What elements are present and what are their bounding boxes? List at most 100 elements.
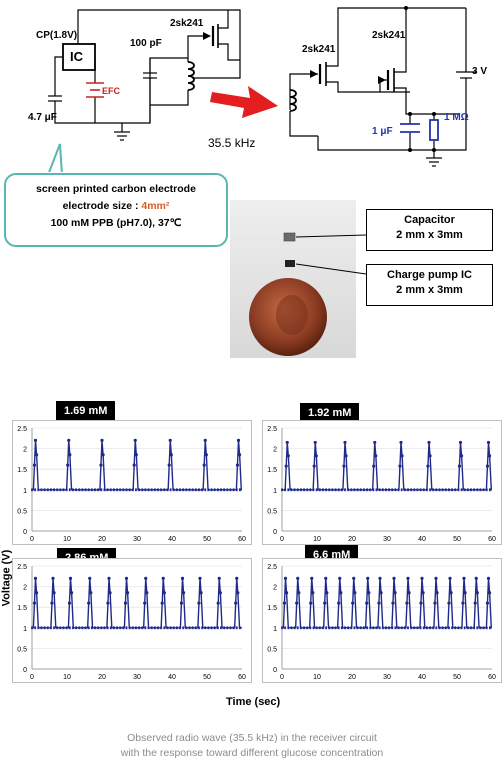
chart-1-baseline-point <box>147 488 150 492</box>
chart-3-baseline-point <box>106 626 109 630</box>
chart-4-data-point <box>407 591 411 595</box>
chart-2-baseline-point <box>318 488 321 492</box>
chart-4-baseline-point <box>422 626 425 630</box>
chart-3-baseline-point <box>135 626 137 630</box>
chart-3-baseline-point <box>141 626 144 630</box>
chart-2-baseline-point <box>482 488 485 492</box>
chart-2-baseline-point <box>281 488 283 492</box>
chart-2-data-point <box>428 454 432 458</box>
chart-3-baseline-point <box>216 626 219 630</box>
chart-2-baseline-point <box>359 488 362 492</box>
chart-1-baseline-point <box>144 488 147 492</box>
chart-2-baseline-point <box>448 488 450 492</box>
chart-2-data-point <box>485 464 490 468</box>
chart-4-baseline-point <box>385 626 387 630</box>
chart-4-data-point <box>283 576 288 580</box>
chart-3-data-point <box>236 591 240 595</box>
chart-1-baseline-point <box>223 488 226 492</box>
chart-4-data-point <box>473 601 477 605</box>
chart-1-baseline-point <box>185 488 188 492</box>
chart-4-data-point <box>447 601 451 605</box>
chart-3-data-point <box>160 601 164 605</box>
chart-3-baseline-point <box>220 626 222 630</box>
chart-3-xtick-label: 30 <box>133 674 141 681</box>
chart-2-xtick-label: 40 <box>418 536 426 543</box>
chart-4-baseline-point <box>489 626 491 630</box>
chart-2-data-point <box>342 464 346 468</box>
chart-3-baseline-point <box>103 626 106 630</box>
chart-1-data-point <box>169 453 173 457</box>
receiver-circuit-diagram <box>289 6 476 167</box>
chart-1-baseline-point <box>68 488 71 492</box>
chart-2-baseline-point <box>460 488 463 492</box>
chart-1-baseline-point <box>72 488 74 492</box>
chart-4-baseline-point <box>322 626 324 630</box>
chart-1-baseline-point <box>150 488 153 492</box>
chart-4-data-point <box>284 591 289 595</box>
chart-2-baseline-point <box>391 488 394 492</box>
chart-1-baseline-point <box>235 488 238 492</box>
chart-1-data-point <box>132 463 136 467</box>
chart-2-baseline-point <box>331 488 334 492</box>
chart-4-baseline-point <box>366 626 368 630</box>
chart-4-xtick-label: 60 <box>488 674 496 681</box>
chart-2-ytick-label: 0 <box>273 529 277 536</box>
chart-4-data-point <box>367 591 371 595</box>
x-axis-label: Time (sec) <box>226 696 281 708</box>
chart-2-baseline-point <box>372 488 375 492</box>
chart-1-baseline-point <box>87 488 90 492</box>
chart-1-data-point <box>67 438 71 442</box>
chart-2-baseline-point <box>385 488 387 492</box>
chart-4-data-point <box>485 601 490 605</box>
chart-2-data-point <box>314 454 318 458</box>
chart-4-baseline-point <box>312 626 315 630</box>
chart-3-data-point <box>179 601 184 605</box>
chart-3-baseline-point <box>201 626 203 630</box>
chart-2-baseline-point <box>429 488 431 492</box>
chart-4-data-point <box>406 576 410 580</box>
chart-4-baseline-point <box>410 626 413 630</box>
chart-1-baseline-point <box>37 488 40 492</box>
chart-3-data-point <box>124 576 129 580</box>
chart-1-data-point <box>133 438 137 442</box>
chart-4-data-point <box>310 576 314 580</box>
chart-2-baseline-point <box>337 488 340 492</box>
chart-4-ytick-label: 0 <box>273 667 277 674</box>
chart-3-baseline-point <box>163 626 166 630</box>
chart-1-data-point <box>202 463 206 467</box>
chart-1-baseline-point <box>53 488 55 492</box>
chart-1-baseline-point <box>191 488 194 492</box>
chart-2-data-point <box>313 440 317 445</box>
chart-3-data-point <box>67 601 72 605</box>
chart-3-data-point <box>218 591 222 595</box>
chart-3-ytick-label: 1 <box>23 626 27 633</box>
chart-3-baseline-point <box>53 626 55 630</box>
chart-1-baseline-point <box>226 488 229 492</box>
chart-1-baseline-point <box>179 488 181 492</box>
chart-1-data-point <box>66 463 70 467</box>
chart-3-ytick-label: 2 <box>23 585 27 592</box>
chart-3-baseline-point <box>125 626 128 630</box>
chart-4-baseline-point <box>284 626 287 630</box>
chart-3-data-point <box>87 601 91 605</box>
chart-1-baseline-point <box>166 488 169 492</box>
chart-3-baseline-point <box>226 626 229 630</box>
chart-4-data-point <box>295 601 299 605</box>
chart-1-baseline-point <box>50 488 52 492</box>
chart-4-baseline-point <box>419 626 422 630</box>
chart-2-baseline-point <box>457 488 460 492</box>
chart-3-baseline-point <box>232 626 235 630</box>
chart-4-data-point <box>474 576 478 580</box>
chart-2-data-point <box>457 464 462 468</box>
chart-1-baseline-point <box>153 488 156 492</box>
chart-1-baseline-point <box>169 488 172 492</box>
chart-2-ytick-label: 1.5 <box>267 467 277 474</box>
chart-2-baseline-point <box>388 488 390 492</box>
chart-3-ytick-label: 0.5 <box>17 646 27 653</box>
chart-2-baseline-point <box>479 488 482 492</box>
chart-1-baseline-point <box>81 488 84 492</box>
chart-1-baseline-point <box>128 488 131 492</box>
chart-4-data-point <box>449 591 453 595</box>
chart-1-baseline-point <box>194 488 197 492</box>
chart-1-baseline-point <box>103 488 106 492</box>
